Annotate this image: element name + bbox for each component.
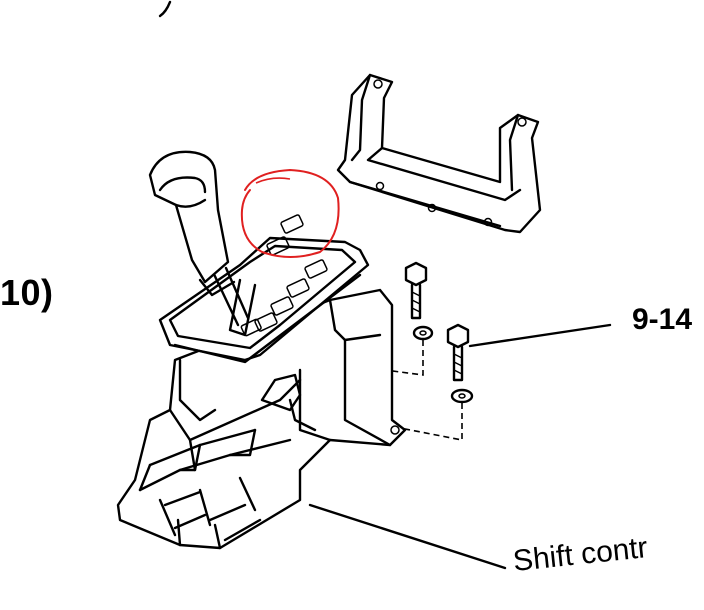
- alignment-line-lower: [399, 403, 463, 441]
- washer-upper: [412, 325, 434, 341]
- red-annotation-stroke: [255, 177, 291, 184]
- stray-mark: [158, 0, 172, 18]
- shift-knob-lever: [148, 150, 250, 327]
- leader-line-torque: [468, 323, 612, 348]
- bolt-upper: [404, 261, 428, 320]
- red-annotation-circle: [240, 168, 340, 258]
- bolt-lower: [446, 323, 470, 382]
- reference-label-left: 10): [0, 272, 54, 313]
- shift-control-housing: [116, 288, 407, 550]
- alignment-line-upper: [384, 340, 424, 376]
- shift-indicator-bezel: [158, 214, 370, 364]
- mounting-bracket: [336, 73, 542, 234]
- washer-lower: [450, 388, 474, 404]
- torque-reference-label: 9-14: [632, 303, 693, 336]
- leader-line-part: [308, 503, 507, 570]
